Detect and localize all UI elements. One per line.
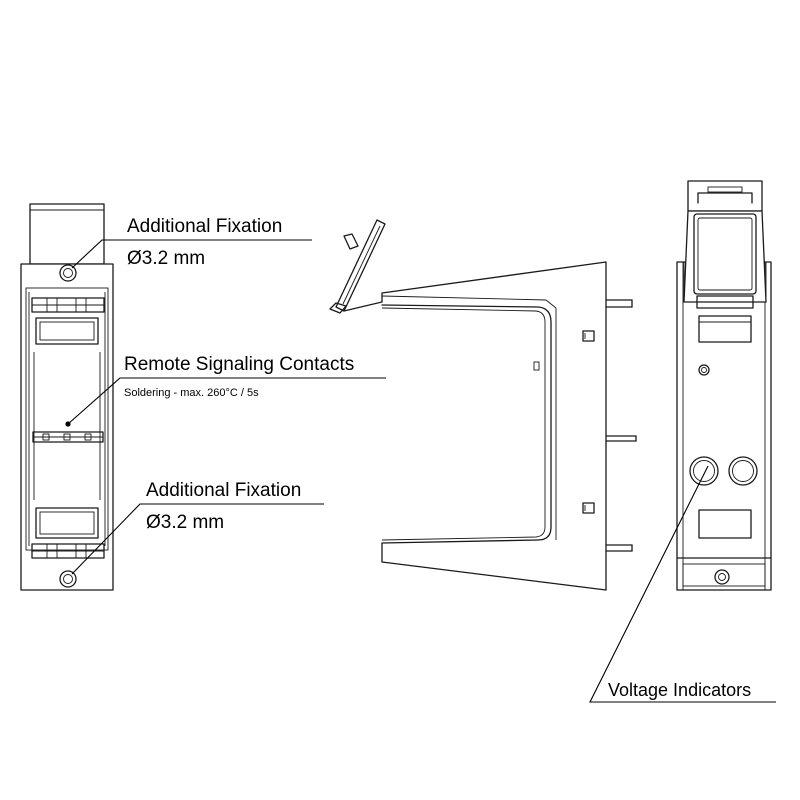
bottom-fixation-diameter: Ø3.2 mm <box>146 512 224 533</box>
bottom-fixation-title: Additional Fixation <box>146 480 301 501</box>
side-view <box>329 219 637 591</box>
leader-bottom-fixation <box>71 503 324 575</box>
front-view <box>20 203 114 591</box>
rear-view <box>676 180 772 591</box>
signaling-note: Soldering - max. 260°C / 5s <box>124 387 259 399</box>
signaling-title: Remote Signaling Contacts <box>124 354 354 375</box>
voltage-indicator-right <box>728 456 758 486</box>
voltage-title: Voltage Indicators <box>608 680 751 700</box>
leader-top-fixation <box>71 239 312 269</box>
bottom-fixation-hole <box>59 570 77 588</box>
top-fixation-title: Additional Fixation <box>127 216 282 237</box>
voltage-indicator-left <box>689 456 719 486</box>
top-fixation-hole <box>59 264 77 282</box>
leader-voltage <box>589 465 776 703</box>
leader-signaling <box>65 377 386 427</box>
top-fixation-diameter: Ø3.2 mm <box>127 248 205 269</box>
